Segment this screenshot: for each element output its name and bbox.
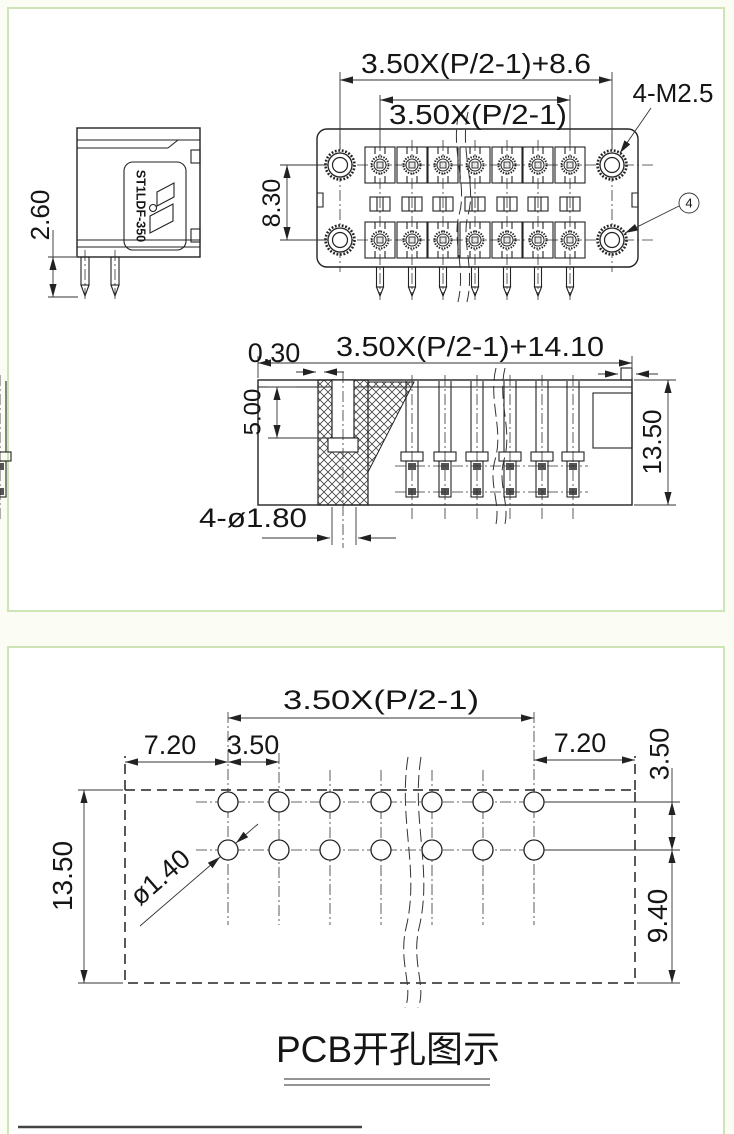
break-line xyxy=(403,756,412,1009)
dim-outer-width-label: 3.50X(P/2-1)+8.6 xyxy=(361,48,591,79)
model-label: ST1LDF-350 xyxy=(134,170,148,242)
plan-view xyxy=(300,128,655,300)
dim-holes-label: 4-ø1.80 xyxy=(199,503,307,533)
balloon-circle xyxy=(678,192,700,214)
break-line xyxy=(416,756,425,1009)
dim-pcb-left-label: 7.20 xyxy=(144,730,197,760)
pcb-view-title: PCB开孔图示 xyxy=(276,1029,500,1070)
dim-section-height-label: 13.50 xyxy=(637,409,667,474)
dim-pcb-height-label: 13.50 xyxy=(47,841,78,911)
plan-dimensions: 3.50X(P/2-1)+8.6 3.50X(P/2-1) 4-M2.5 4 8… xyxy=(258,48,714,241)
dim-pin-span-label: 3.50X(P/2-1) xyxy=(389,99,567,130)
break-line xyxy=(492,367,499,529)
section-terminals xyxy=(0,375,12,522)
break-line xyxy=(501,367,508,529)
dim-flange-label: 0.30 xyxy=(248,338,301,368)
terminal-array xyxy=(364,140,396,300)
section-view: 3.50X(P/2-1)+14.10 0.30 5.00 13.50 4-ø1.… xyxy=(0,331,676,548)
top-panel-frame xyxy=(7,7,725,612)
brand-logo-icon xyxy=(148,182,175,234)
dim-section-width-label: 3.50X(P/2-1)+14.10 xyxy=(336,331,604,362)
drill-holes xyxy=(217,791,545,861)
terminal-column xyxy=(364,140,396,300)
dim-pcb-span-label: 3.50X(P/2-1) xyxy=(283,685,479,715)
dim-pcb-pitch-label: 3.50 xyxy=(227,730,280,760)
dim-screws-label: 4-M2.5 xyxy=(633,78,714,108)
bottom-panel-frame xyxy=(7,646,725,1134)
dim-pcb-rowgap-label: 3.50 xyxy=(644,728,674,781)
dim-pin-length-label: 2.60 xyxy=(25,190,55,241)
dim-pcb-bottom-label: 9.40 xyxy=(642,889,673,944)
dim-pcb-right-label: 7.20 xyxy=(554,728,607,758)
dim-row-gap-label: 8.30 xyxy=(258,179,286,228)
balloon-number: 4 xyxy=(685,196,692,211)
dim-slot-depth-label: 5.00 xyxy=(239,389,266,436)
side-view: ST1LDF-350 2.60 xyxy=(25,127,201,302)
pcb-drill-view: 3.50X(P/2-1) 7.20 3.50 7.20 3.50 9.40 13… xyxy=(47,685,680,1086)
